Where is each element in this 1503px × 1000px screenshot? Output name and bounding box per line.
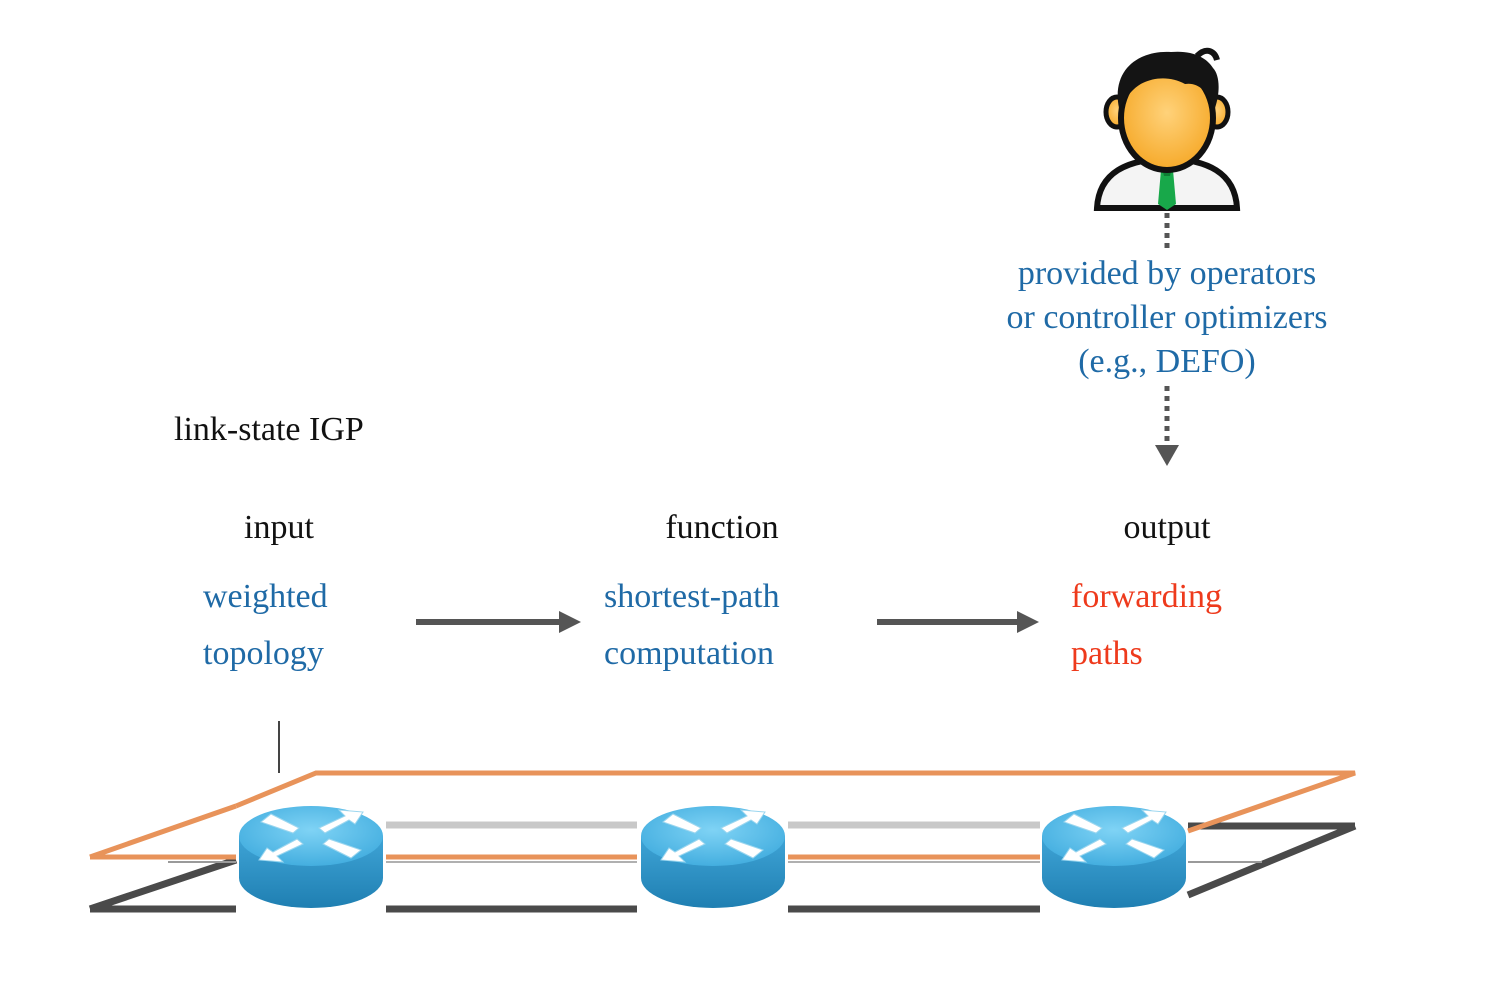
router-icon xyxy=(1042,806,1186,908)
stage-output-line-2: paths xyxy=(1071,635,1143,672)
stage-input-line-1: weighted xyxy=(203,578,328,615)
stage-function-line-2: computation xyxy=(604,635,774,672)
operator-note-line-3: (e.g., DEFO) xyxy=(1078,343,1256,380)
stage-input-header: input xyxy=(244,509,314,546)
router-3 xyxy=(1042,806,1186,908)
operator-note-line-1: provided by operators xyxy=(1017,255,1317,292)
flow-arrow-function-to-output xyxy=(877,611,1039,633)
router-2 xyxy=(641,806,785,908)
operator-connector xyxy=(1155,213,1179,466)
stage-output-line-1: forwarding xyxy=(1071,578,1223,615)
stage-input-line-2: topology xyxy=(203,635,324,672)
operator-person-icon xyxy=(1093,47,1241,211)
router-icon xyxy=(641,806,785,908)
stage-function-line-1: shortest-path xyxy=(604,578,780,615)
physical-plane xyxy=(88,822,1357,913)
operator-note-line-2: or controller optimizers xyxy=(1006,299,1328,336)
logical-plane xyxy=(89,770,1356,860)
router-1 xyxy=(239,806,383,908)
router-links xyxy=(386,821,1040,863)
stage-function-header: function xyxy=(665,509,779,546)
diagram-title: link-state IGP xyxy=(174,411,364,448)
router-icon xyxy=(239,806,383,908)
flow-arrow-input-to-function xyxy=(416,611,581,633)
stage-output-header: output xyxy=(1123,509,1211,546)
